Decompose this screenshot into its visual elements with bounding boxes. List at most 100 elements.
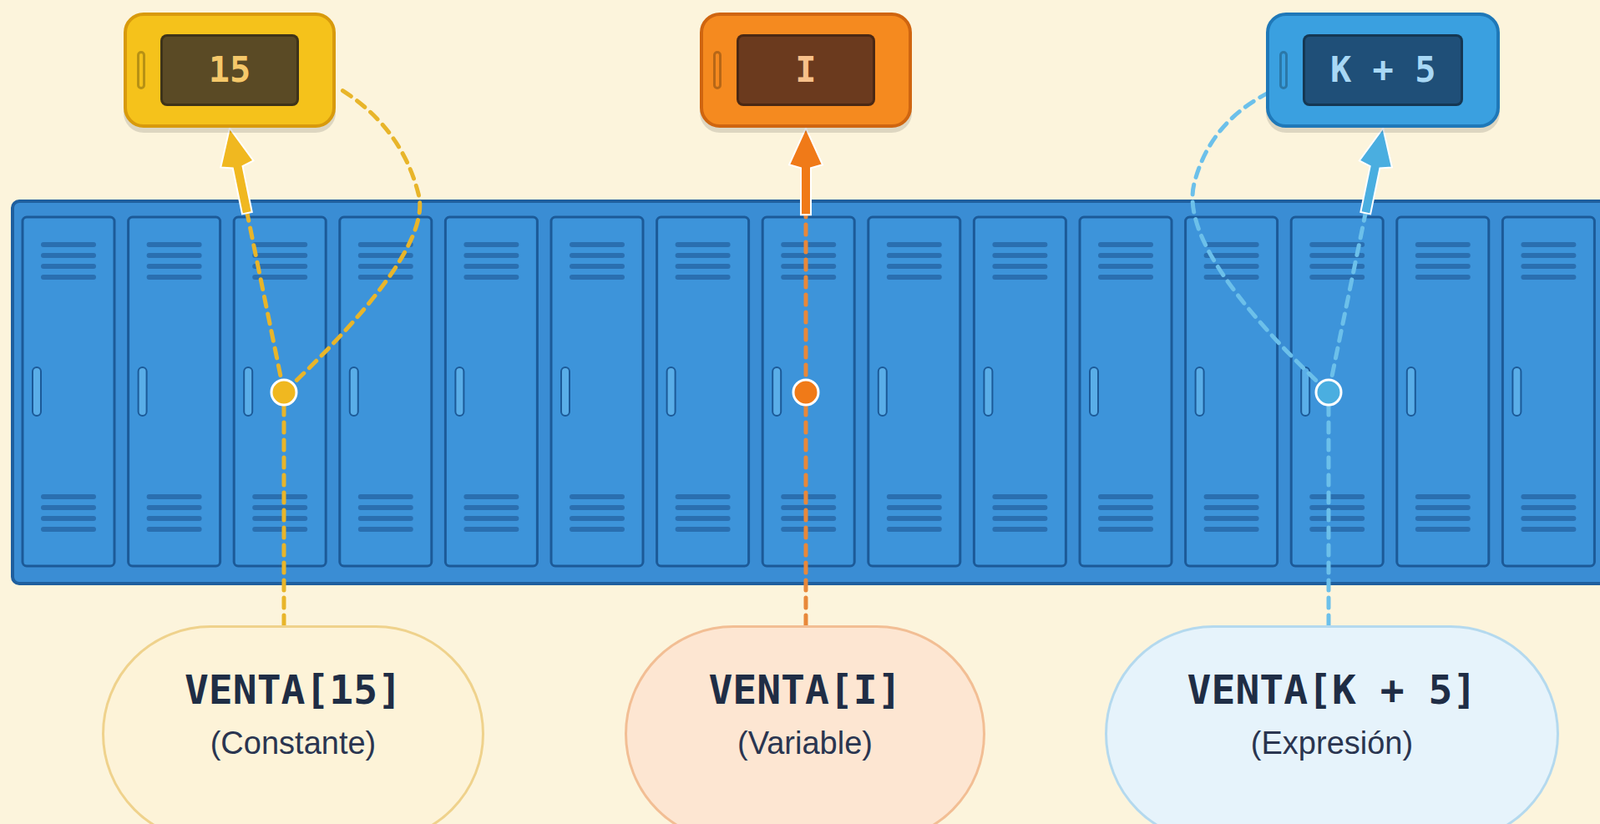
locker-vent: [1309, 494, 1365, 500]
locker-handle: [1195, 367, 1205, 416]
locker-vent: [1204, 516, 1260, 522]
locker-vent: [675, 274, 731, 280]
locker-vent: [463, 263, 519, 269]
locker-vent: [463, 253, 519, 259]
dashed-curve: [1192, 86, 1329, 393]
locker-vent: [463, 505, 519, 511]
tag-notch: [713, 50, 722, 90]
locker-vent: [1520, 516, 1576, 522]
access-pill: VENTA[15](Constante): [101, 625, 485, 824]
dashed-line: [1326, 392, 1332, 626]
locker-handle: [32, 367, 41, 416]
index-tag: K + 5: [1265, 12, 1500, 128]
tag-value: 15: [187, 50, 272, 91]
locker-vent: [146, 516, 203, 522]
tag-screen: 15: [160, 34, 299, 107]
locker-vent: [675, 526, 731, 532]
locker-vent: [1415, 505, 1471, 511]
locker-vent: [992, 526, 1048, 532]
locker-vent: [1520, 253, 1576, 259]
tag-value: I: [764, 50, 848, 91]
arrow-head: [1359, 127, 1393, 214]
locker-door: [868, 217, 961, 567]
index-connector: [789, 127, 823, 626]
locker-vent: [780, 516, 836, 522]
tag-notch: [136, 50, 146, 90]
locker-vent: [1415, 242, 1471, 248]
locker-vent: [146, 274, 203, 280]
locker-vent: [463, 494, 519, 500]
dashed-line: [804, 392, 809, 626]
tag-notch: [1279, 50, 1288, 90]
locker-vent: [780, 505, 836, 511]
locker-vent: [1204, 242, 1260, 248]
locker-door: [233, 217, 326, 567]
locker-vent: [1098, 516, 1154, 522]
locker-vent: [886, 516, 942, 522]
locker-vent: [40, 494, 97, 500]
index-dot: [793, 379, 819, 406]
locker-vent: [1309, 242, 1365, 248]
locker-vent: [40, 242, 97, 248]
arrow-head: [220, 127, 254, 214]
index-tag: I: [699, 12, 912, 128]
locker-vent: [146, 242, 203, 248]
locker-vent: [780, 274, 836, 280]
locker-handle: [1512, 367, 1521, 416]
locker-vent: [675, 263, 731, 269]
locker-handle: [1407, 367, 1416, 416]
locker-vent: [1415, 526, 1471, 532]
locker-vent: [463, 274, 519, 280]
locker-vent: [1415, 253, 1471, 259]
locker-door: [1079, 217, 1172, 567]
locker-vent: [1098, 274, 1154, 280]
locker-vent: [1204, 274, 1260, 280]
locker-vent: [675, 494, 731, 500]
locker-vent: [1520, 242, 1576, 248]
locker-vent: [463, 526, 519, 532]
locker-vent: [1309, 274, 1365, 280]
locker-vent: [146, 263, 203, 269]
locker-vent: [1309, 526, 1365, 532]
locker-handle: [561, 367, 570, 416]
locker-vent: [1520, 526, 1576, 532]
locker-vent: [569, 253, 625, 259]
locker-door: [657, 217, 750, 567]
locker-vent: [252, 263, 308, 269]
locker-vent: [358, 494, 414, 500]
locker-vent: [1098, 253, 1154, 259]
locker-vent: [252, 526, 308, 532]
locker-vent: [780, 494, 836, 500]
locker-vent: [252, 494, 308, 500]
index-connector: [1316, 127, 1393, 626]
locker-vent: [1204, 505, 1260, 511]
locker-vent: [1415, 274, 1471, 280]
index-tag: 15: [123, 12, 336, 128]
locker-vent: [569, 516, 625, 522]
locker-vent: [463, 242, 519, 248]
locker-vent: [992, 494, 1048, 500]
dashed-line: [282, 392, 287, 626]
locker-vent: [886, 505, 942, 511]
locker-vent: [1520, 494, 1576, 500]
locker-vent: [886, 253, 942, 259]
locker-vent: [1415, 516, 1471, 522]
locker-vent: [569, 242, 625, 248]
locker-handle: [243, 367, 253, 416]
locker-handle: [878, 367, 887, 416]
locker-vent: [1309, 516, 1365, 522]
tag-screen: I: [736, 34, 876, 107]
locker-vent: [886, 526, 942, 532]
locker-door: [1397, 217, 1489, 567]
locker-vent: [40, 516, 97, 522]
locker-handle: [1089, 367, 1099, 416]
tag-screen: K + 5: [1302, 34, 1464, 107]
locker-vent: [1204, 263, 1260, 269]
locker-vent: [1098, 263, 1154, 269]
locker-vent: [992, 505, 1048, 511]
locker-vent: [992, 516, 1048, 522]
locker-vent: [358, 526, 414, 532]
locker-vent: [252, 253, 308, 259]
locker-door: [339, 217, 432, 567]
